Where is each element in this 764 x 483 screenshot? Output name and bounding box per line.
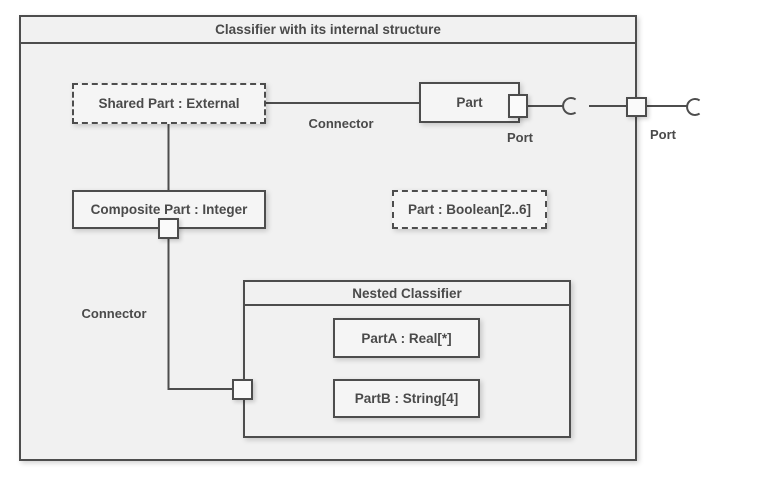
- boundary-port-square: [626, 97, 647, 117]
- classifier-title: Classifier with its internal structure: [215, 22, 441, 37]
- classifier-title-compartment: Classifier with its internal structure: [21, 17, 635, 44]
- nested-classifier-title: Nested Classifier: [352, 285, 462, 301]
- part-a-label: PartA : Real[*]: [361, 330, 452, 346]
- connector-label: Connector: [81, 306, 147, 321]
- part-b-box: PartB : String[4]: [333, 379, 480, 418]
- part-b-label: PartB : String[4]: [354, 391, 459, 406]
- shared-part-box: Shared Part : External: [72, 83, 266, 124]
- shared-part-label: Shared Part : External: [98, 96, 240, 111]
- part-box: Part: [419, 82, 520, 123]
- boolean-part-label: Part : Boolean[2..6]: [407, 202, 532, 217]
- nested-classifier-box: Nested Classifier: [243, 280, 571, 438]
- part-label: Part: [456, 95, 483, 110]
- composite-part-label: Composite Part : Integer: [90, 202, 248, 217]
- nested-port-square: [232, 379, 253, 400]
- port-label: Port: [507, 130, 533, 145]
- nested-classifier-title-compartment: Nested Classifier: [245, 282, 569, 306]
- part-a-box: PartA : Real[*]: [333, 318, 480, 358]
- socket-icon: [686, 98, 701, 116]
- port-label: Port: [650, 127, 676, 142]
- part-port-square: [508, 94, 528, 118]
- composite-port-square: [158, 218, 179, 239]
- boolean-part-box: Part : Boolean[2..6]: [392, 190, 547, 229]
- connector-label: Connector: [308, 116, 374, 131]
